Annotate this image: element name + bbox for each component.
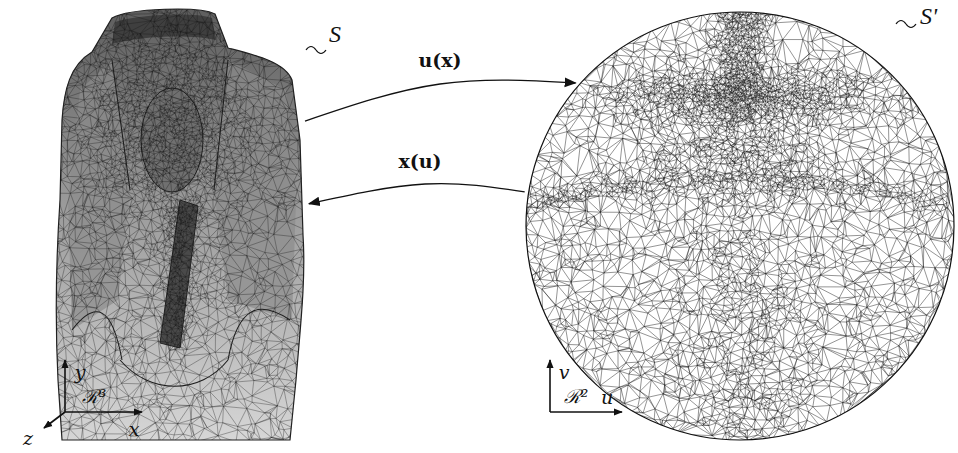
axis-label: x (129, 420, 140, 439)
axis-label: z (23, 429, 33, 448)
surface-label: S' (920, 4, 937, 28)
mapping-arrow (305, 80, 575, 121)
axis-label: y (75, 363, 86, 382)
mapping-arrow (309, 184, 525, 204)
mapping-label: x(u) (395, 151, 444, 172)
bust-mesh (0, 0, 312, 448)
mapping-label: u(x) (415, 50, 464, 71)
label-tilde (896, 21, 916, 28)
parameter-disc: S' (526, 12, 954, 440)
axis-label: v (559, 363, 570, 382)
label-tilde (306, 47, 326, 54)
mesh-lines (0, 0, 312, 448)
disc-outline (526, 12, 954, 440)
surface-label: S (329, 22, 341, 46)
mesh-surface: S (55, 8, 305, 443)
parameter-disc-figure (523, 8, 958, 442)
mesh-lines (523, 8, 958, 442)
axes-3d (44, 360, 142, 428)
axis-label: u (601, 388, 613, 407)
bust-ridges (72, 60, 290, 386)
axis-label: ℛ² (564, 387, 589, 406)
disc-mesh (523, 8, 958, 442)
axes-2d (550, 360, 622, 412)
axis-label: ℛ³ (82, 387, 107, 406)
bust-figure (0, 0, 312, 448)
bust-body (56, 9, 304, 440)
